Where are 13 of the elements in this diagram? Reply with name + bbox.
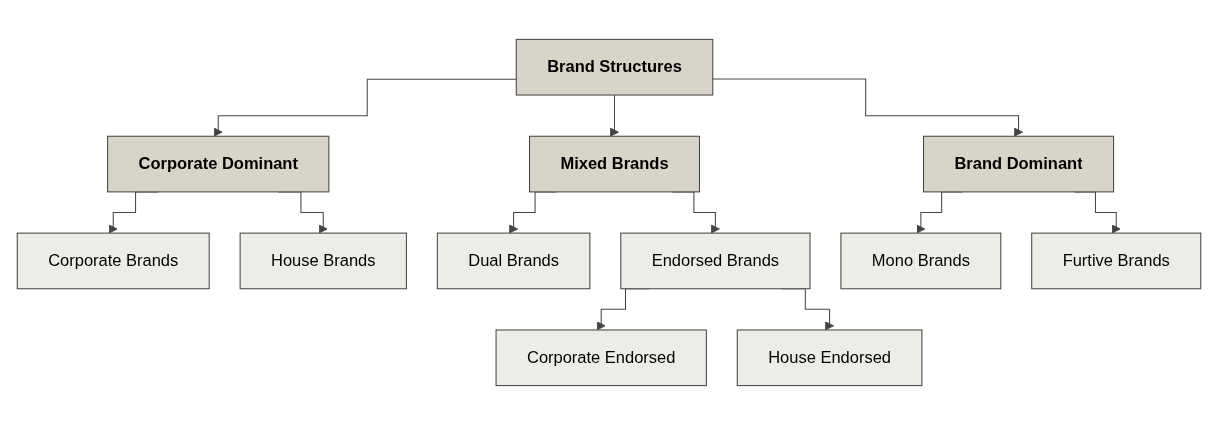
node-box: Mono Brands	[839, 232, 1001, 290]
node-box: House Endorsed	[736, 329, 922, 387]
node-box: Corporate Dominant	[106, 135, 329, 193]
node-box: House Brands	[239, 232, 407, 290]
node-box: Furtive Brands	[1030, 232, 1201, 290]
node-box: Mixed Brands	[528, 135, 700, 193]
arrow	[609, 94, 619, 137]
node-box: Brand Structures	[515, 38, 713, 96]
node-box: Corporate Brands	[16, 232, 210, 290]
node-box: Corporate Endorsed	[495, 329, 707, 387]
node-box: Endorsed Brands	[619, 232, 811, 290]
node-box: Brand Dominant	[922, 135, 1114, 193]
node-box: Dual Brands	[436, 232, 590, 290]
